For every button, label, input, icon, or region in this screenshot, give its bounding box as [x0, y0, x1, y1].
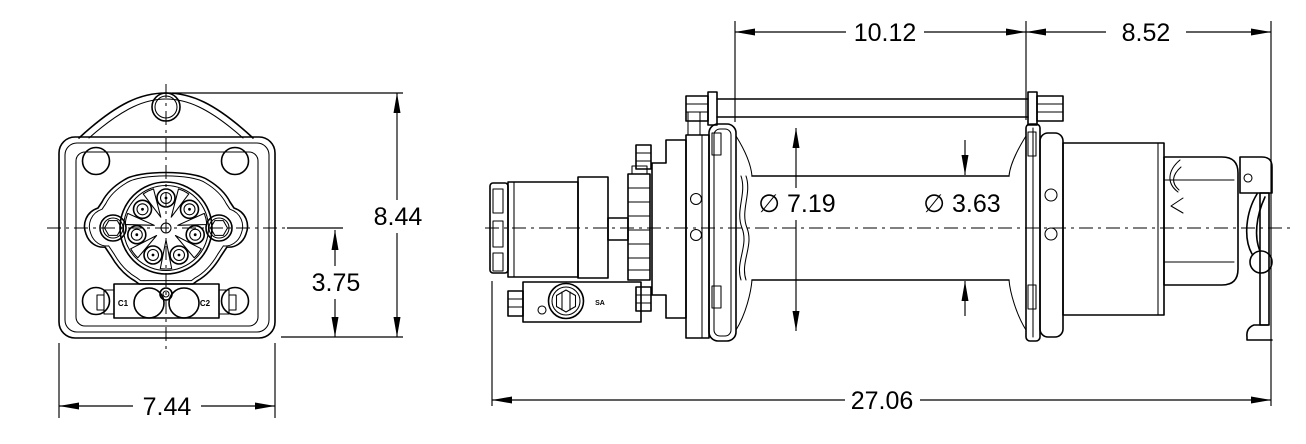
- dim-centerline-height: 3.75: [312, 230, 361, 337]
- dim-drum-section: 10.12: [735, 19, 1026, 47]
- front-valve-ports: C1 C2: [96, 283, 237, 319]
- dim-text-10-12: 10.12: [854, 19, 917, 47]
- dim-text-7-44: 7.44: [143, 393, 192, 421]
- dimensions: 8.44 3.75 7.44 10.12 8.5: [58, 19, 1272, 421]
- side-clutch-housing: [1062, 142, 1239, 316]
- dim-text-8-52: 8.52: [1122, 19, 1171, 47]
- dim-text-8-44: 8.44: [374, 203, 423, 231]
- dim-barrel-diameter: ∅ 3.63: [923, 140, 1001, 316]
- side-drum-flange-right: [1025, 123, 1064, 342]
- dim-text-3-75: 3.75: [312, 269, 361, 297]
- front-top-lug: [78, 92, 254, 139]
- dim-flange-diameter: ∅ 7.19: [758, 128, 836, 331]
- front-motor-face: [83, 171, 249, 285]
- dim-overall-length: 27.06: [492, 387, 1271, 415]
- dim-overall-height: 8.44: [374, 93, 423, 337]
- valve-port-label-sa: SA: [595, 300, 605, 307]
- front-mounting-plate: [58, 136, 276, 339]
- front-ear-bolt-left: [99, 214, 127, 242]
- port-label-c2: C2: [200, 299, 211, 308]
- side-valve-block: SA: [507, 281, 642, 323]
- port-label-c1: C1: [118, 299, 129, 308]
- dim-text-27-06: 27.06: [851, 387, 914, 415]
- dim-text-dia-7-19: ∅ 7.19: [758, 190, 835, 218]
- dim-text-dia-3-63: ∅ 3.63: [923, 190, 1000, 218]
- front-motor-bolts: [127, 188, 205, 265]
- front-ear-bolt-right: [205, 214, 233, 242]
- side-gear-stack: [627, 165, 651, 281]
- front-view: C1 C2: [47, 84, 290, 352]
- side-clutch-lever: [1239, 156, 1273, 341]
- dim-overall-width: 7.44: [59, 393, 275, 421]
- side-drum-barrel: [735, 135, 1027, 331]
- side-drum-flange-left: [708, 123, 750, 342]
- dim-clutch-section: 8.52: [1026, 19, 1271, 47]
- side-view: SA: [485, 91, 1292, 342]
